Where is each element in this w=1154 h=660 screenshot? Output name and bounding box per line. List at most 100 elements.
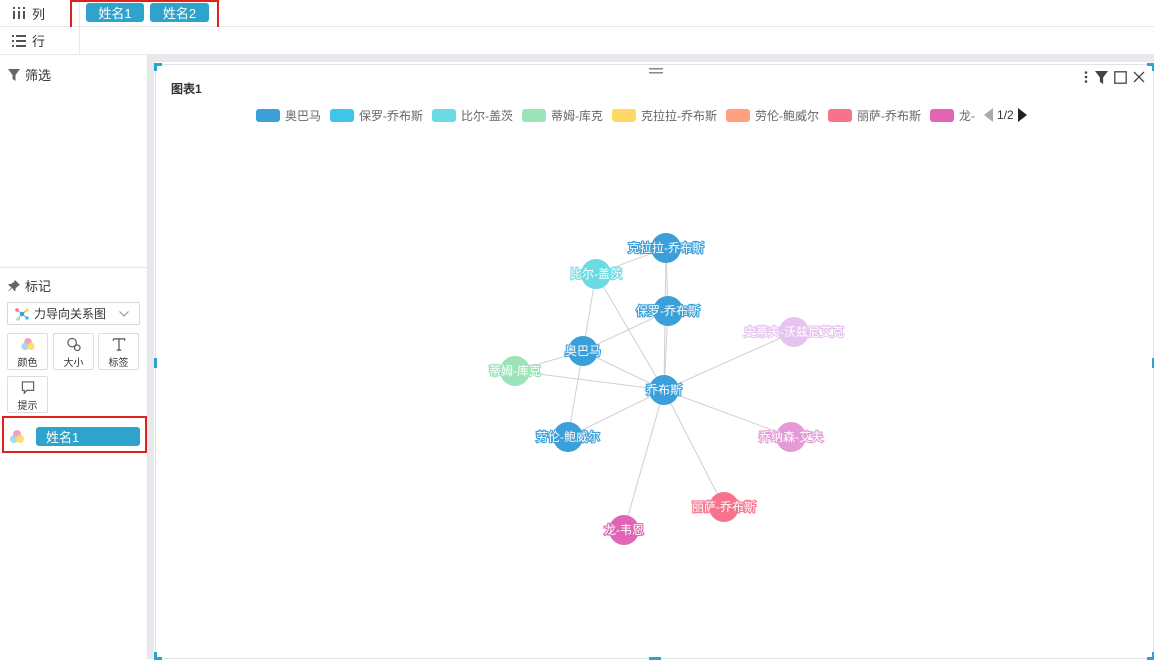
graph-link [567,389,665,438]
resize-handle[interactable] [1152,358,1154,368]
graph-node-circle[interactable] [709,492,739,522]
resize-corner[interactable] [154,63,162,71]
graph-node-circle[interactable] [553,422,583,452]
filter-drop-area[interactable] [0,85,147,267]
legend-item[interactable]: 奥巴马 [256,107,321,124]
chart-card[interactable]: 图表1 奥巴马 保罗-乔布斯 比尔-盖茨 蒂姆-库克 克拉拉-乔布斯 劳伦-鲍威… [154,63,1154,660]
chart-type-value: 力导向关系图 [34,307,107,321]
color-button[interactable]: 颜色 [7,333,48,370]
columns-shelf-label: 列 [0,0,80,26]
drag-handle-icon[interactable] [649,67,663,75]
columns-icon [13,7,25,19]
legend-swatch [522,108,547,122]
rows-label-text: 行 [32,34,46,49]
resize-corner[interactable] [1147,63,1154,71]
graph-node-label: 比尔-盖茨 [570,266,622,281]
graph-node-circle[interactable] [776,422,806,452]
chart-type-select[interactable]: 力导向关系图 [7,302,140,325]
legend-label: 保罗-乔布斯 [359,108,424,123]
graph-node-label: 克拉拉-乔布斯 [628,240,704,255]
chart-legend: 奥巴马 保罗-乔布斯 比尔-盖茨 蒂姆-库克 克拉拉-乔布斯 劳伦-鲍威尔 丽萨… [256,106,1027,124]
chart-tools [1083,70,1145,84]
graph-node[interactable]: 乔纳森-艾夫 [758,422,824,452]
graph-node-label: 史蒂夫-沃兹尼艾克 [744,325,844,339]
more-vertical-icon[interactable] [1083,70,1089,84]
size-button-label: 大小 [63,358,84,369]
legend-swatch [612,108,637,122]
graph-node-circle[interactable] [653,296,683,326]
legend-item[interactable]: 劳伦-鲍威尔 [726,107,819,124]
color-assign-icon [10,430,24,443]
legend-swatch [828,108,853,122]
label-button[interactable]: 标签 [98,333,139,370]
maximize-icon[interactable] [1114,70,1127,84]
chart-title: 图表1 [171,82,202,96]
rows-shelf-label: 行 [0,27,80,54]
columns-fields-highlight [70,0,219,30]
graph-node-label: 乔布斯 [646,383,682,397]
marks-panel-title: 标记 [8,276,51,295]
legend-item[interactable]: 克拉拉-乔布斯 [612,107,717,124]
legend-label: 龙- [959,108,976,123]
graph-link [514,370,665,391]
graph-node-label: 丽萨-乔布斯 [692,500,756,514]
graph-node-circle[interactable] [500,356,530,386]
size-button[interactable]: 大小 [53,333,94,370]
graph-node-circle[interactable] [581,259,611,289]
legend-label: 克拉拉-乔布斯 [641,108,718,123]
legend-label: 丽萨-乔布斯 [857,108,922,123]
color-field-highlight [2,416,147,453]
graph-node[interactable]: 史蒂夫-沃兹尼艾克 [743,317,845,347]
graph-node[interactable]: 奥巴马 [564,336,602,366]
graph-node-label: 蒂姆-库克 [489,363,541,378]
graph-node[interactable]: 龙-韦恩 [603,515,645,545]
label-button-label: 标签 [108,358,129,369]
pin-icon [8,279,20,291]
tooltip-button[interactable]: 提示 [7,376,48,413]
graph-node[interactable]: 丽萨-乔布斯 [691,492,757,522]
legend-swatch [256,108,280,122]
graph-node[interactable]: 乔布斯 [645,375,683,405]
filter-funnel-icon [8,68,20,81]
legend-item[interactable]: 比尔-盖茨 [432,107,513,124]
legend-next-icon[interactable] [1017,108,1027,122]
graph-node[interactable]: 保罗-乔布斯 [635,296,701,326]
graph-node-circle[interactable] [779,317,809,347]
resize-handle[interactable] [154,358,157,368]
graph-node[interactable]: 劳伦-鲍威尔 [535,422,601,452]
legend-item[interactable]: 龙- [930,107,975,124]
close-icon[interactable] [1133,71,1145,83]
graph-node[interactable]: 比尔-盖茨 [569,259,623,289]
legend-swatch [432,108,457,122]
panel-divider [0,267,147,268]
graph-node-circle[interactable] [651,233,681,263]
filter-icon[interactable] [1095,70,1108,84]
legend-swatch [726,108,751,122]
filter-title-text: 筛选 [25,68,52,83]
color-field-pill[interactable]: 姓名1 [36,427,140,446]
graph-link [595,273,665,391]
tooltip-bubble-icon [21,381,34,395]
filter-panel-title: 筛选 [8,65,51,84]
legend-prev-icon[interactable] [984,108,994,122]
column-field-pill-2[interactable]: 姓名2 [150,3,209,22]
graph-node-circle[interactable] [649,375,679,405]
graph-link [663,331,795,391]
graph-link [663,389,792,438]
graph-node-label: 保罗-乔布斯 [636,304,700,318]
graph-node[interactable]: 蒂姆-库克 [488,356,542,386]
tooltip-button-label: 提示 [17,401,38,412]
color-field-row: 姓名1 [8,427,142,447]
column-field-pill-1[interactable]: 姓名1 [86,3,144,22]
left-panel: 筛选 标记 力导向关系图 颜色 大小 标签 提示 姓名1 [0,55,148,659]
columns-shelf: 列 姓名1 姓名2 [0,0,1154,27]
legend-item[interactable]: 丽萨-乔布斯 [828,107,921,124]
graph-node-circle[interactable] [568,336,598,366]
columns-label-text: 列 [32,6,46,22]
legend-label: 奥巴马 [285,108,322,123]
graph-node[interactable]: 克拉拉-乔布斯 [627,233,705,263]
legend-item[interactable]: 蒂姆-库克 [522,107,603,124]
legend-item[interactable]: 保罗-乔布斯 [330,107,423,124]
graph-node-circle[interactable] [609,515,639,545]
